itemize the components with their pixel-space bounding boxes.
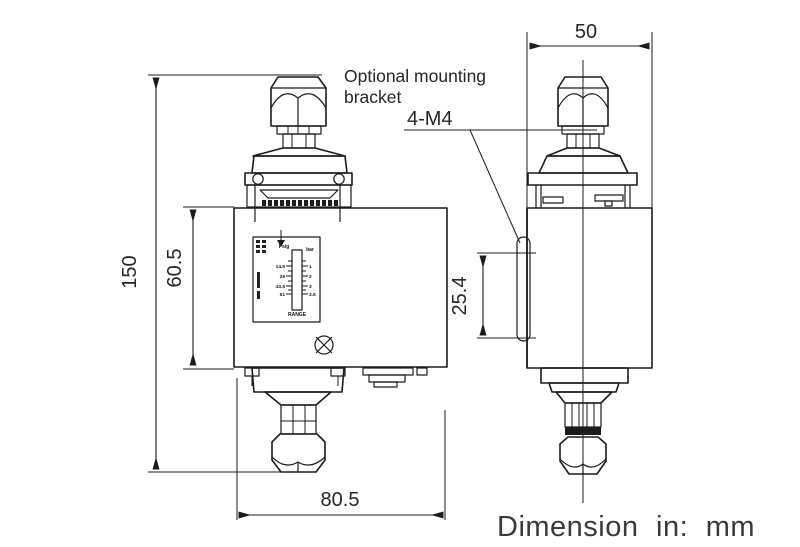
bar-value: 1 [309, 264, 312, 270]
seal-band [565, 427, 601, 435]
side-view [516, 60, 653, 503]
front-body [233, 207, 448, 368]
psig-value: 51 [280, 292, 286, 298]
bracket-bulge [516, 236, 531, 342]
front-top-gland [244, 76, 353, 222]
dim-60-5: 60.5 [164, 249, 186, 288]
dim-150: 150 [119, 255, 141, 288]
annotation-4-m4: 4-M4 [404, 108, 597, 244]
dimension-unit-note: Dimension in: mm [497, 511, 755, 543]
dimension-depth: 50 [526, 21, 653, 243]
dimension-overall-height: 150 [119, 74, 322, 473]
dim-80-5: 80.5 [321, 489, 360, 511]
bar-value: 2 [309, 274, 312, 280]
dim-25-4: 25.4 [449, 277, 471, 316]
range-label-plate: Psig bar 14.5 29 43.5 51 1 2 3 3.5 RANGE [252, 230, 321, 323]
side-bottom-connector [540, 367, 629, 475]
ground-symbol-icon [314, 335, 334, 355]
unit-right-label: bar [306, 247, 314, 253]
indicator-arrow-icon [277, 240, 285, 247]
rating-marks [256, 240, 266, 299]
psig-value: 29 [280, 274, 286, 280]
front-view: Psig bar 14.5 29 43.5 51 1 2 3 3.5 RANGE [233, 76, 448, 473]
m4-text: 4-M4 [407, 108, 453, 130]
front-bottom-connector [244, 367, 428, 473]
side-body [526, 207, 653, 369]
serration-teeth [262, 200, 338, 206]
unit-left-label: Psig [279, 244, 290, 250]
annotation-optional-bracket: Optional mounting bracket [344, 66, 486, 107]
dimension-bracket-holes: 25.4 [449, 252, 536, 339]
bar-value: 3.5 [309, 292, 316, 298]
bar-value: 3 [309, 284, 312, 290]
side-top-gland [527, 76, 638, 208]
optional-mounting-text: Optional mounting [344, 66, 486, 86]
psig-value: 14.5 [276, 264, 286, 270]
psig-value: 43.5 [276, 284, 286, 290]
dimension-body-height: 60.5 [164, 206, 234, 370]
range-label: RANGE [288, 312, 307, 318]
bracket-text: bracket [344, 87, 402, 107]
dim-50: 50 [575, 21, 597, 43]
dimension-body-width: 80.5 [236, 378, 446, 520]
